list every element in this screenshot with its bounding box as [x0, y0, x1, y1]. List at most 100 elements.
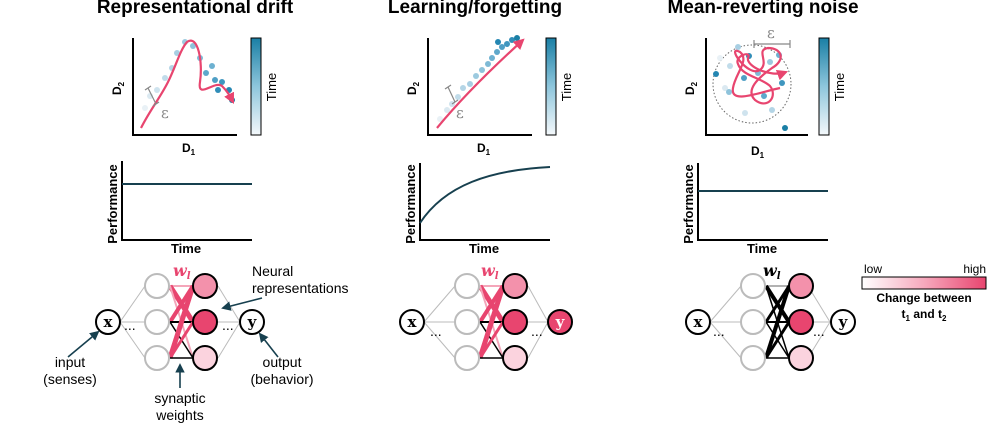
- background-edges: [423, 285, 549, 359]
- panel-mean-reverting-noise: Mean-reverting noise: [667, 0, 859, 371]
- time-colorbar: [818, 37, 830, 136]
- input-node-x: [95, 309, 121, 335]
- annotation-synaptic-line1: synaptic: [154, 390, 205, 406]
- ellipsis-right: ...: [531, 323, 543, 339]
- trajectory-line: [731, 46, 789, 105]
- scatter-axes: [132, 38, 237, 136]
- synaptic-weight-edges: [477, 284, 506, 359]
- output-node-label: y: [838, 313, 849, 331]
- input-node-x: [685, 309, 711, 335]
- annotation-input-line2: (senses): [43, 371, 97, 387]
- performance-axes: [697, 163, 828, 241]
- y-axis-label: D2: [683, 81, 699, 95]
- ellipsis-left: ...: [430, 323, 442, 339]
- network-diagram: x y ... ... wl: [399, 261, 573, 371]
- colorbar-label: Time: [832, 73, 847, 101]
- panel-representational-drift: Representational drift: [43, 0, 348, 423]
- x-axis-label: D1: [477, 141, 491, 157]
- y-axis-label: D2: [405, 81, 421, 95]
- scatter-dots: [142, 39, 235, 111]
- learning-scatter-plot: ε D1 D2 Time: [405, 35, 574, 157]
- hidden-layer-nodes: [502, 273, 528, 371]
- annotation-output-line2: (behavior): [250, 371, 313, 387]
- network-diagram: x y ... ... wl: [685, 261, 856, 371]
- drift-scatter-plot: ε D1 D2 Time: [110, 37, 279, 157]
- performance-ylabel: Performance: [681, 164, 696, 243]
- scatter-dots: [713, 44, 788, 131]
- reversion-circle: [712, 44, 792, 124]
- synaptic-weight-edges: [764, 284, 791, 359]
- annotation-synaptic-line2: weights: [155, 407, 203, 423]
- input-node-label: x: [694, 313, 704, 331]
- performance-plot: Performance Time: [403, 163, 551, 256]
- time-colorbar: [545, 37, 557, 136]
- epsilon-bracket: ε: [144, 85, 169, 122]
- weight-label: wl: [763, 261, 781, 282]
- colorbar-label: Time: [559, 73, 574, 101]
- input-node-label: x: [104, 313, 114, 331]
- output-node-label: y: [247, 313, 258, 331]
- scatter-axes: [427, 38, 532, 136]
- trajectory-line: [140, 39, 234, 129]
- performance-ylabel: Performance: [403, 164, 418, 243]
- annotation-neural-representations-line2: representations: [252, 280, 349, 296]
- trajectory-line: [436, 38, 525, 129]
- change-legend: low high Change between t1 and t2: [861, 262, 987, 323]
- annotation-neural-representations-line1: Neural: [252, 263, 293, 279]
- y-axis-label: D2: [110, 81, 126, 95]
- legend-title-line2: t1 and t2: [902, 307, 947, 323]
- panel-title: Learning/forgetting: [388, 0, 562, 18]
- neural-arrow: [221, 297, 263, 311]
- scatter-axes: [705, 38, 808, 136]
- hidden-layer-nodes: [788, 273, 814, 371]
- scatter-dots: [437, 35, 520, 122]
- input-node-x: [399, 309, 425, 335]
- output-node-y: [239, 309, 265, 335]
- epsilon-label: ε: [767, 24, 775, 42]
- output-node-y: [547, 309, 573, 335]
- colorbar-label: Time: [264, 73, 279, 101]
- noise-scatter-plot: ε D1 D2 Time: [683, 24, 847, 160]
- panel-title: Representational drift: [97, 0, 294, 18]
- legend-gradient-bar: [861, 276, 987, 290]
- x-axis-label: D1: [182, 141, 196, 157]
- weight-label: wl: [173, 261, 191, 282]
- legend-title-line1: Change between: [876, 291, 971, 305]
- epsilon-bracket: ε: [753, 24, 791, 48]
- time-colorbar: [250, 37, 262, 136]
- performance-axes: [419, 163, 550, 241]
- output-arrow: [258, 332, 279, 358]
- weight-label: wl: [481, 261, 499, 282]
- ellipsis-left: ...: [713, 323, 725, 339]
- network-diagram: x y ... ... wl Neural representations in…: [43, 261, 348, 423]
- ellipsis-right: ...: [813, 323, 825, 339]
- ellipsis-right: ...: [222, 317, 234, 333]
- performance-xlabel: Time: [747, 241, 777, 256]
- input-layer-nodes: [454, 273, 480, 371]
- panel-title: Mean-reverting noise: [667, 0, 858, 18]
- hidden-layer-nodes: [192, 273, 218, 371]
- legend-low-label: low: [864, 262, 882, 276]
- input-layer-nodes: [144, 273, 170, 371]
- performance-plot: Performance Time: [105, 161, 252, 256]
- annotation-output-line1: output: [263, 354, 302, 370]
- output-node-y: [830, 309, 856, 335]
- background-edges: [119, 285, 241, 359]
- synaptic-weight-edges: [167, 284, 196, 359]
- input-layer-nodes: [740, 273, 766, 371]
- epsilon-label: ε: [161, 104, 169, 122]
- epsilon-label: ε: [456, 104, 464, 122]
- input-arrow: [67, 330, 100, 358]
- performance-ylabel: Performance: [105, 164, 120, 243]
- input-node-label: x: [408, 313, 418, 331]
- x-axis-label: D1: [751, 144, 765, 160]
- performance-xlabel: Time: [469, 241, 499, 256]
- performance-curve: [419, 166, 551, 224]
- legend-high-label: high: [963, 262, 986, 276]
- performance-xlabel: Time: [171, 241, 201, 256]
- ellipsis-left: ...: [124, 317, 136, 333]
- performance-plot: Performance Time: [681, 163, 828, 256]
- output-node-label: y: [555, 313, 566, 331]
- epsilon-bracket: ε: [444, 84, 464, 122]
